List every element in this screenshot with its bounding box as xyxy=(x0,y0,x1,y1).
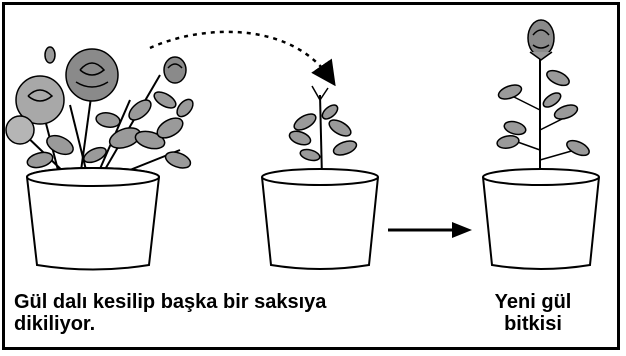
new-plant-caption-line1: Yeni gül xyxy=(494,291,572,313)
mother-rose-plant xyxy=(5,46,194,179)
left-pot xyxy=(26,167,160,271)
cutting-caption-line1: Gül dalı kesilip başka bir saksıya xyxy=(14,291,327,313)
rose-cutting xyxy=(288,85,358,179)
cutting-caption: Gül dalı kesilip başka bir saksıya dikil… xyxy=(14,291,434,335)
new-rose-plant xyxy=(496,19,590,178)
new-plant-caption-line2: bitkisi xyxy=(504,313,562,335)
new-plant-caption: Yeni gül bitkisi xyxy=(478,291,588,335)
right-pot xyxy=(482,168,600,270)
middle-pot xyxy=(261,168,379,270)
right-arrow-icon xyxy=(388,222,472,238)
curved-dashed-arrow-icon xyxy=(149,30,336,87)
cutting-caption-line2: dikiliyor. xyxy=(14,313,96,335)
